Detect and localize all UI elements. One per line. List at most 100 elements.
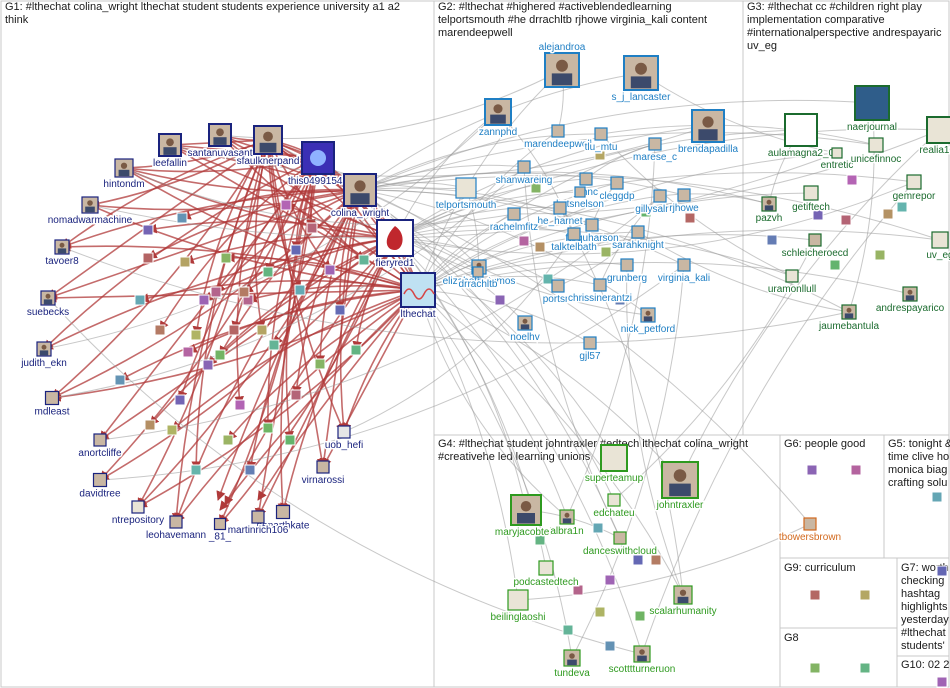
minor-node[interactable] [640, 206, 652, 218]
minor-node[interactable] [594, 149, 606, 161]
minor-node[interactable] [174, 394, 186, 406]
minor-node[interactable] [358, 254, 370, 266]
minor-node[interactable] [166, 424, 178, 436]
minor-node[interactable] [684, 212, 696, 224]
minor-node[interactable] [806, 464, 818, 476]
node-santanuvasant[interactable]: santanuvasant [186, 123, 254, 161]
minor-node[interactable] [306, 222, 318, 234]
node-schleicheroecd[interactable]: schleicheroecd [780, 233, 850, 261]
node-uob_hefi[interactable]: uob_hefi [323, 425, 365, 453]
minor-node[interactable] [809, 662, 821, 674]
minor-node[interactable] [604, 574, 616, 586]
minor-node[interactable] [214, 349, 226, 361]
node-superteamup[interactable]: superteamup [583, 444, 645, 486]
node-tavoer8[interactable]: tavoer8 [44, 239, 81, 269]
node-nomadwarmachine[interactable]: nomadwarmachine [46, 196, 134, 228]
minor-node[interactable] [142, 252, 154, 264]
minor-node[interactable] [284, 434, 296, 446]
minor-node[interactable] [198, 294, 210, 306]
node-realia101[interactable]: realia101 [918, 116, 950, 158]
minor-node[interactable] [182, 346, 194, 358]
minor-node[interactable] [859, 662, 871, 674]
minor-node[interactable] [179, 256, 191, 268]
node-fieryred1[interactable]: fieryred1 [374, 219, 416, 271]
minor-node[interactable] [896, 201, 908, 213]
minor-node[interactable] [154, 324, 166, 336]
node-brendapadilla[interactable]: brendapadilla [676, 109, 740, 157]
minor-node[interactable] [936, 676, 948, 688]
node-podcastedtech[interactable]: podcastedtech [512, 560, 580, 590]
node-maryjacobtel1[interactable]: maryjacobtel1 [493, 494, 559, 540]
node-_81_[interactable]: _81_ [206, 517, 233, 544]
node-gemrepor[interactable]: gemrepor [891, 174, 938, 204]
node-katsnelson[interactable]: katsnelson [555, 186, 605, 212]
node-albra1n[interactable]: albra1n [549, 509, 585, 539]
minor-node[interactable] [518, 235, 530, 247]
node-rachelmfitz[interactable]: rachelmfitz [488, 207, 540, 235]
minor-node[interactable] [634, 610, 646, 622]
node-martinrich106[interactable]: martinrich106 [226, 510, 290, 538]
minor-node[interactable] [290, 244, 302, 256]
node-anortcliffe[interactable]: anortcliffe [77, 433, 124, 461]
node-alejandroa[interactable]: alejandroa [537, 41, 587, 88]
node-mdleast[interactable]: mdleast [33, 390, 71, 419]
node-shanwareing[interactable]: shanwareing [494, 160, 554, 188]
node-talktelbath[interactable]: talktelbath [550, 227, 598, 255]
minor-node[interactable] [562, 624, 574, 636]
minor-node[interactable] [144, 419, 156, 431]
node-noelhv[interactable]: noelhv [509, 315, 541, 345]
node-getiftech[interactable]: getiftech [791, 185, 831, 215]
minor-node[interactable] [650, 554, 662, 566]
node-entretic[interactable]: entretic [819, 147, 855, 173]
minor-node[interactable] [882, 208, 894, 220]
node-andrespayarico[interactable]: andrespayarico [874, 286, 946, 316]
node-zannphd[interactable]: zannphd [477, 98, 519, 140]
minor-node[interactable] [190, 329, 202, 341]
minor-node[interactable] [238, 286, 250, 298]
node-unicefinnoc[interactable]: unicefinnoc [849, 137, 903, 167]
minor-node[interactable] [256, 324, 268, 336]
node-scalarhumanity[interactable]: scalarhumanity [648, 585, 718, 619]
node-aulamagna2_0[interactable]: aulamagna2_0 [766, 113, 836, 161]
node-telportsmouth[interactable]: telportsmouth [434, 177, 498, 213]
minor-node[interactable] [594, 606, 606, 618]
node-gillysalmon[interactable]: gillysalmon [634, 189, 686, 217]
minor-node[interactable] [614, 294, 626, 306]
minor-node[interactable] [314, 358, 326, 370]
minor-node[interactable] [228, 324, 240, 336]
node-he_harnet[interactable]: he_harnet [536, 201, 584, 229]
minor-node[interactable] [350, 344, 362, 356]
node-suebecks[interactable]: suebecks [25, 290, 71, 320]
minor-node[interactable] [222, 434, 234, 446]
node-johntraxler[interactable]: johntraxler [654, 461, 706, 513]
minor-node[interactable] [812, 209, 824, 221]
node-marendeepwell[interactable]: marendeepwell [523, 124, 593, 152]
minor-node[interactable] [324, 264, 336, 276]
minor-node[interactable] [494, 294, 506, 306]
node-lthechat[interactable]: lthechat [399, 272, 437, 322]
minor-node[interactable] [936, 565, 948, 577]
minor-node[interactable] [262, 422, 274, 434]
minor-node[interactable] [114, 374, 126, 386]
node-drrachltb[interactable]: drrachltb [457, 266, 499, 292]
node-sarahknight[interactable]: sarahknight [611, 225, 666, 253]
node-scotttturneruon[interactable]: scotttturneruon [607, 645, 677, 677]
node-colina_wright[interactable]: colina_wright [329, 173, 391, 221]
node-tundeva[interactable]: tundeva [553, 649, 592, 681]
node-ntrepository[interactable]: ntrepository [110, 500, 166, 528]
minor-node[interactable] [176, 212, 188, 224]
node-pazvh[interactable]: pazvh [754, 196, 784, 226]
node-tlu_mtu[interactable]: tlu_mtu [583, 127, 619, 155]
node-leohavemann[interactable]: leohavemann [144, 515, 208, 543]
node-grunberg[interactable]: grunberg [605, 258, 649, 286]
minor-node[interactable] [850, 464, 862, 476]
minor-node[interactable] [190, 464, 202, 476]
minor-node[interactable] [142, 224, 154, 236]
minor-node[interactable] [840, 214, 852, 226]
node-penarthkate[interactable]: penarthkate [255, 504, 311, 533]
minor-node[interactable] [829, 259, 841, 271]
minor-node[interactable] [859, 589, 871, 601]
minor-node[interactable] [572, 584, 584, 596]
minor-node[interactable] [931, 491, 943, 503]
node-this04991545[interactable]: this04991545 [286, 141, 350, 189]
